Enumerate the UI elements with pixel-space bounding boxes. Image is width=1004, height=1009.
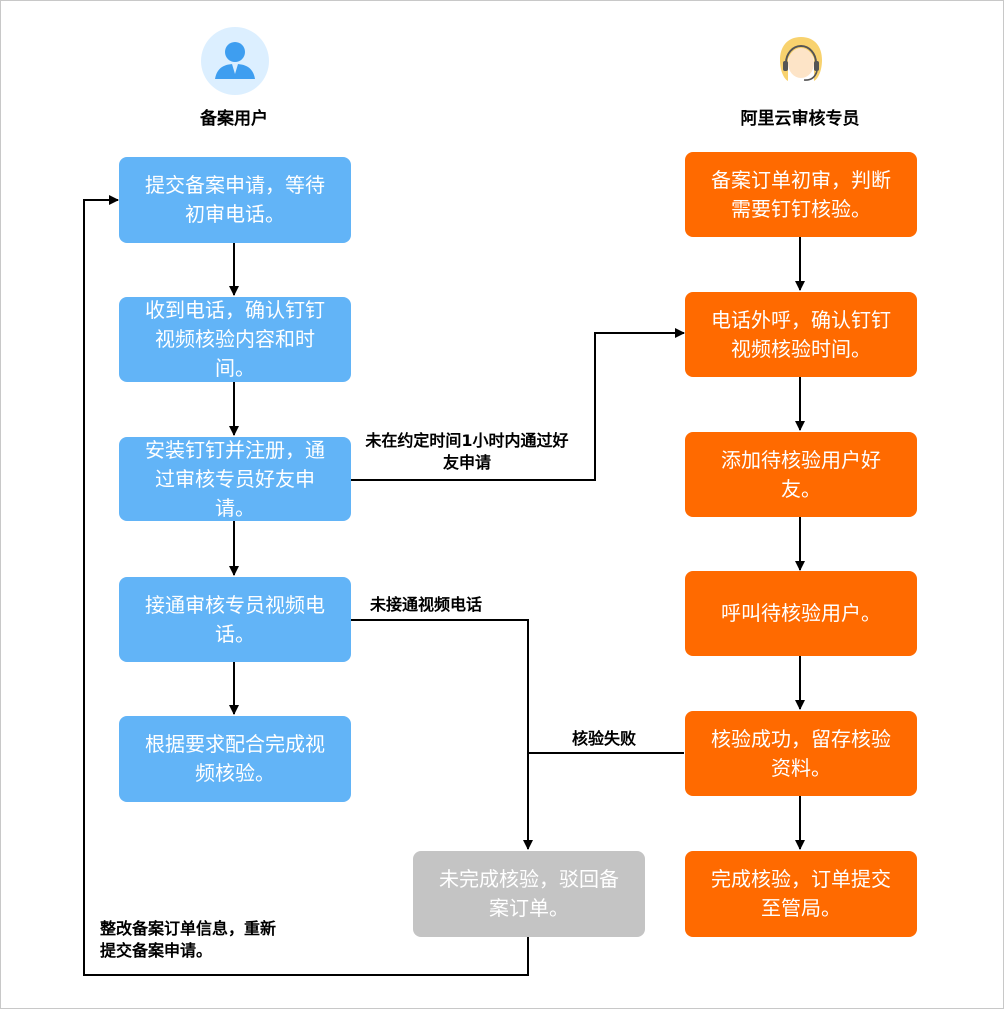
reviewer-step-initial-review: 备案订单初审，判断需要钉钉核验。: [685, 152, 917, 237]
user-step-submit: 提交备案申请，等待初审电话。: [119, 157, 351, 243]
user-step-install-dingtalk: 安装钉钉并注册，通过审核专员好友申请。: [119, 437, 351, 521]
role-header-user: 备案用户: [200, 109, 268, 129]
edge-label-resubmit: 整改备案订单信息，重新提交备案申请。: [100, 919, 277, 960]
headset-agent-icon: [780, 37, 822, 81]
role-header-reviewer: 阿里云审核专员: [740, 109, 860, 129]
arrow-no-video: [351, 619, 533, 850]
edge-label-no-video: 未接通视频电话: [370, 595, 483, 614]
edge-label-friend-timeout: 未在约定时间1小时内通过好友申请: [365, 431, 569, 472]
reviewer-step-call-user: 呼叫待核验用户。: [685, 571, 917, 656]
arrow-friend-timeout: [351, 328, 685, 481]
reviewer-step-phone-call: 电话外呼，确认钉钉视频核验时间。: [685, 292, 917, 377]
reviewer-step-verify-success: 核验成功，留存核验资料。: [685, 711, 917, 796]
user-step-receive-call: 收到电话，确认钉钉视频核验内容和时间。: [119, 297, 351, 382]
reviewer-step-submit-bureau: 完成核验，订单提交至管局。: [685, 851, 917, 937]
user-step-answer-video: 接通审核专员视频电话。: [119, 577, 351, 662]
user-step-complete-verify: 根据要求配合完成视频核验。: [119, 716, 351, 802]
edge-label-verify-fail: 核验失败: [572, 729, 637, 748]
reviewer-step-add-friend: 添加待核验用户好友。: [685, 432, 917, 517]
arrow-resubmit: [83, 195, 529, 976]
fail-reject-order: 未完成核验，驳回备案订单。: [413, 851, 645, 937]
user-avatar-icon: [201, 27, 269, 95]
